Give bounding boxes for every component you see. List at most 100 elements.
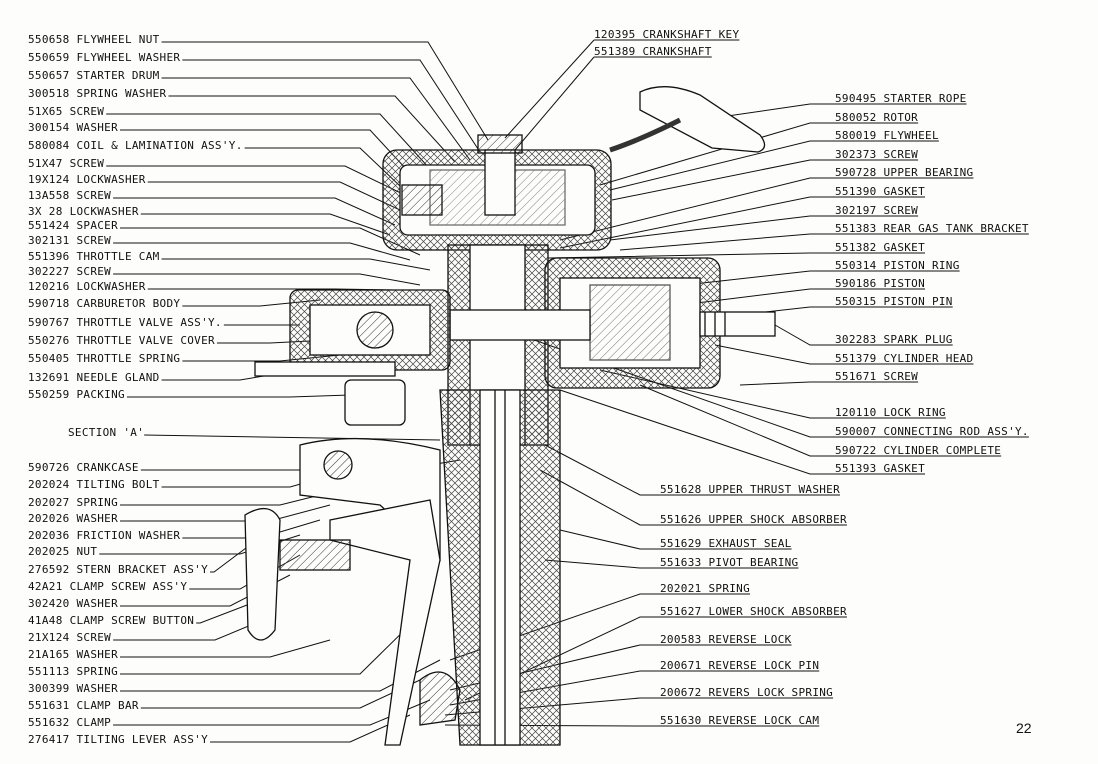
starter-handle: [639, 86, 766, 153]
part-number: 302131: [28, 234, 70, 247]
part-name: SCREW: [69, 157, 105, 170]
part-label-276417: 276417 TILTING LEVER ASS'Y: [28, 733, 208, 746]
part-label-202027: 202027 SPRING: [28, 496, 118, 509]
part-number: 300518: [28, 87, 70, 100]
part-name: TILTING LEVER ASS'Y: [76, 733, 209, 746]
part-name: UPPER SHOCK ABSORBER: [708, 513, 847, 526]
part-name: THROTTLE VALVE COVER: [76, 334, 215, 347]
part-label-590495: 590495 STARTER ROPE: [835, 92, 967, 105]
part-number: 302283: [835, 333, 877, 346]
part-label-202024: 202024 TILTING BOLT: [28, 478, 160, 491]
part-number: 551629: [660, 537, 702, 550]
part-label-551113: 551113 SPRING: [28, 665, 118, 678]
part-label-300399: 300399 WASHER: [28, 682, 118, 695]
part-label-551379: 551379 CYLINDER HEAD: [835, 352, 973, 365]
part-name: PIVOT BEARING: [708, 556, 799, 569]
part-number: 202036: [28, 529, 70, 542]
part-label-3x-28: 3X 28 LOCKWASHER: [28, 205, 139, 218]
part-name: PISTON RING: [883, 259, 960, 272]
reverse-lock: [419, 671, 461, 726]
part-number: 580019: [835, 129, 877, 142]
part-label-550657: 550657 STARTER DRUM: [28, 69, 160, 82]
part-name: CONNECTING ROD ASS'Y.: [883, 425, 1029, 438]
part-name: UPPER THRUST WASHER: [708, 483, 841, 496]
part-name: CRANKCASE: [76, 461, 139, 474]
tilting-bolt: [323, 450, 353, 480]
part-name: SCREW: [883, 370, 919, 383]
part-name: LOCKWASHER: [69, 205, 139, 218]
throttle-valve: [356, 311, 394, 349]
part-number: 550405: [28, 352, 70, 365]
part-label-551632: 551632 CLAMP: [28, 716, 111, 729]
part-label-202026: 202026 WASHER: [28, 512, 118, 525]
part-label-300154: 300154 WASHER: [28, 121, 118, 134]
part-name: WASHER: [76, 512, 119, 525]
part-name: ROTOR: [883, 111, 919, 124]
part-number: 590726: [28, 461, 70, 474]
part-label-551627: 551627 LOWER SHOCK ABSORBER: [660, 605, 847, 618]
part-label-551382: 551382 GASKET: [835, 241, 925, 254]
part-label-550658: 550658 FLYWHEEL NUT: [28, 33, 160, 46]
part-number: 590767: [28, 316, 70, 329]
part-number: 276592: [28, 563, 70, 576]
part-name: CLAMP SCREW BUTTON: [69, 614, 195, 627]
part-name: SPRING: [708, 582, 751, 595]
part-name: SCREW: [76, 265, 112, 278]
part-label-551629: 551629 EXHAUST SEAL: [660, 537, 792, 550]
part-number: 551113: [28, 665, 70, 678]
part-name: NUT: [76, 545, 98, 558]
part-name: REVERSE LOCK: [708, 633, 792, 646]
part-label-551630: 551630 REVERSE LOCK CAM: [660, 714, 819, 727]
part-number: 120216: [28, 280, 70, 293]
part-label-551671: 551671 SCREW: [835, 370, 918, 383]
part-name: PACKING: [76, 388, 125, 401]
part-name: FLYWHEEL NUT: [76, 33, 160, 46]
part-label-550659: 550659 FLYWHEEL WASHER: [28, 51, 180, 64]
part-name: WASHER: [76, 682, 119, 695]
needle: [254, 361, 396, 377]
part-label-551424: 551424 SPACER: [28, 219, 118, 232]
part-label-120110: 120110 LOCK RING: [835, 406, 946, 419]
part-name: STARTER DRUM: [76, 69, 160, 82]
part-number: 551633: [660, 556, 702, 569]
part-label-200583: 200583 REVERSE LOCK: [660, 633, 792, 646]
part-name: REVERS LOCK SPRING: [708, 686, 834, 699]
part-name: REAR GAS TANK BRACKET: [883, 222, 1029, 235]
part-name: STARTER ROPE: [883, 92, 967, 105]
part-number: 550259: [28, 388, 70, 401]
part-number: 551632: [28, 716, 70, 729]
part-label-section-a: SECTION 'A': [68, 426, 144, 439]
part-name: SCREW: [76, 189, 112, 202]
part-name: THROTTLE VALVE ASS'Y.: [76, 316, 222, 329]
part-number: 302227: [28, 265, 70, 278]
part-number: 202026: [28, 512, 70, 525]
part-name: CLAMP SCREW ASS'Y: [69, 580, 188, 593]
part-number: 200583: [660, 633, 702, 646]
part-name: LOWER SHOCK ABSORBER: [708, 605, 847, 618]
part-number: 19X124: [28, 173, 70, 186]
packing: [344, 379, 406, 426]
part-number: 3X 28: [28, 205, 63, 218]
part-name: GASKET: [883, 185, 926, 198]
part-number: 302420: [28, 597, 70, 610]
part-number: 21X124: [28, 631, 70, 644]
part-label-551390: 551390 GASKET: [835, 185, 925, 198]
part-label-551626: 551626 UPPER SHOCK ABSORBER: [660, 513, 847, 526]
part-number: 551424: [28, 219, 70, 232]
part-name: NEEDLE GLAND: [76, 371, 160, 384]
part-name: CYLINDER COMPLETE: [883, 444, 1002, 457]
page-number: 22: [1016, 720, 1032, 736]
part-number: 202025: [28, 545, 70, 558]
part-label-580052: 580052 ROTOR: [835, 111, 918, 124]
part-name: GASKET: [883, 462, 926, 475]
clamp-screw: [279, 539, 351, 571]
part-number: 302373: [835, 148, 877, 161]
part-label-302227: 302227 SCREW: [28, 265, 111, 278]
part-name: WASHER: [76, 597, 119, 610]
part-label-590767: 590767 THROTTLE VALVE ASS'Y.: [28, 316, 222, 329]
part-label-120395: 120395 CRANKSHAFT KEY: [594, 28, 739, 41]
part-label-42a21: 42A21 CLAMP SCREW ASS'Y: [28, 580, 187, 593]
part-number: 590728: [835, 166, 877, 179]
part-label-200671: 200671 REVERSE LOCK PIN: [660, 659, 819, 672]
part-label-13a558: 13A558 SCREW: [28, 189, 111, 202]
